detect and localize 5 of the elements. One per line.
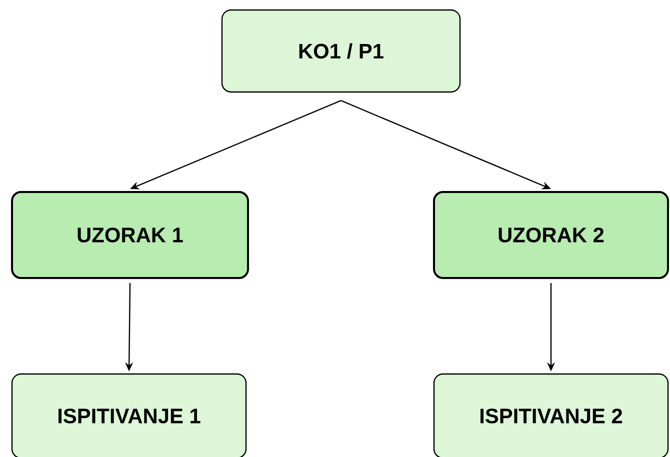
- process-box: ISPITIVANJE 2: [433, 373, 669, 457]
- process-box: UZORAK 1: [11, 191, 249, 279]
- process-box: ISPITIVANJE 1: [11, 373, 247, 457]
- process-box: UZORAK 2: [433, 191, 669, 279]
- process-box: KO1 / P1: [221, 9, 461, 93]
